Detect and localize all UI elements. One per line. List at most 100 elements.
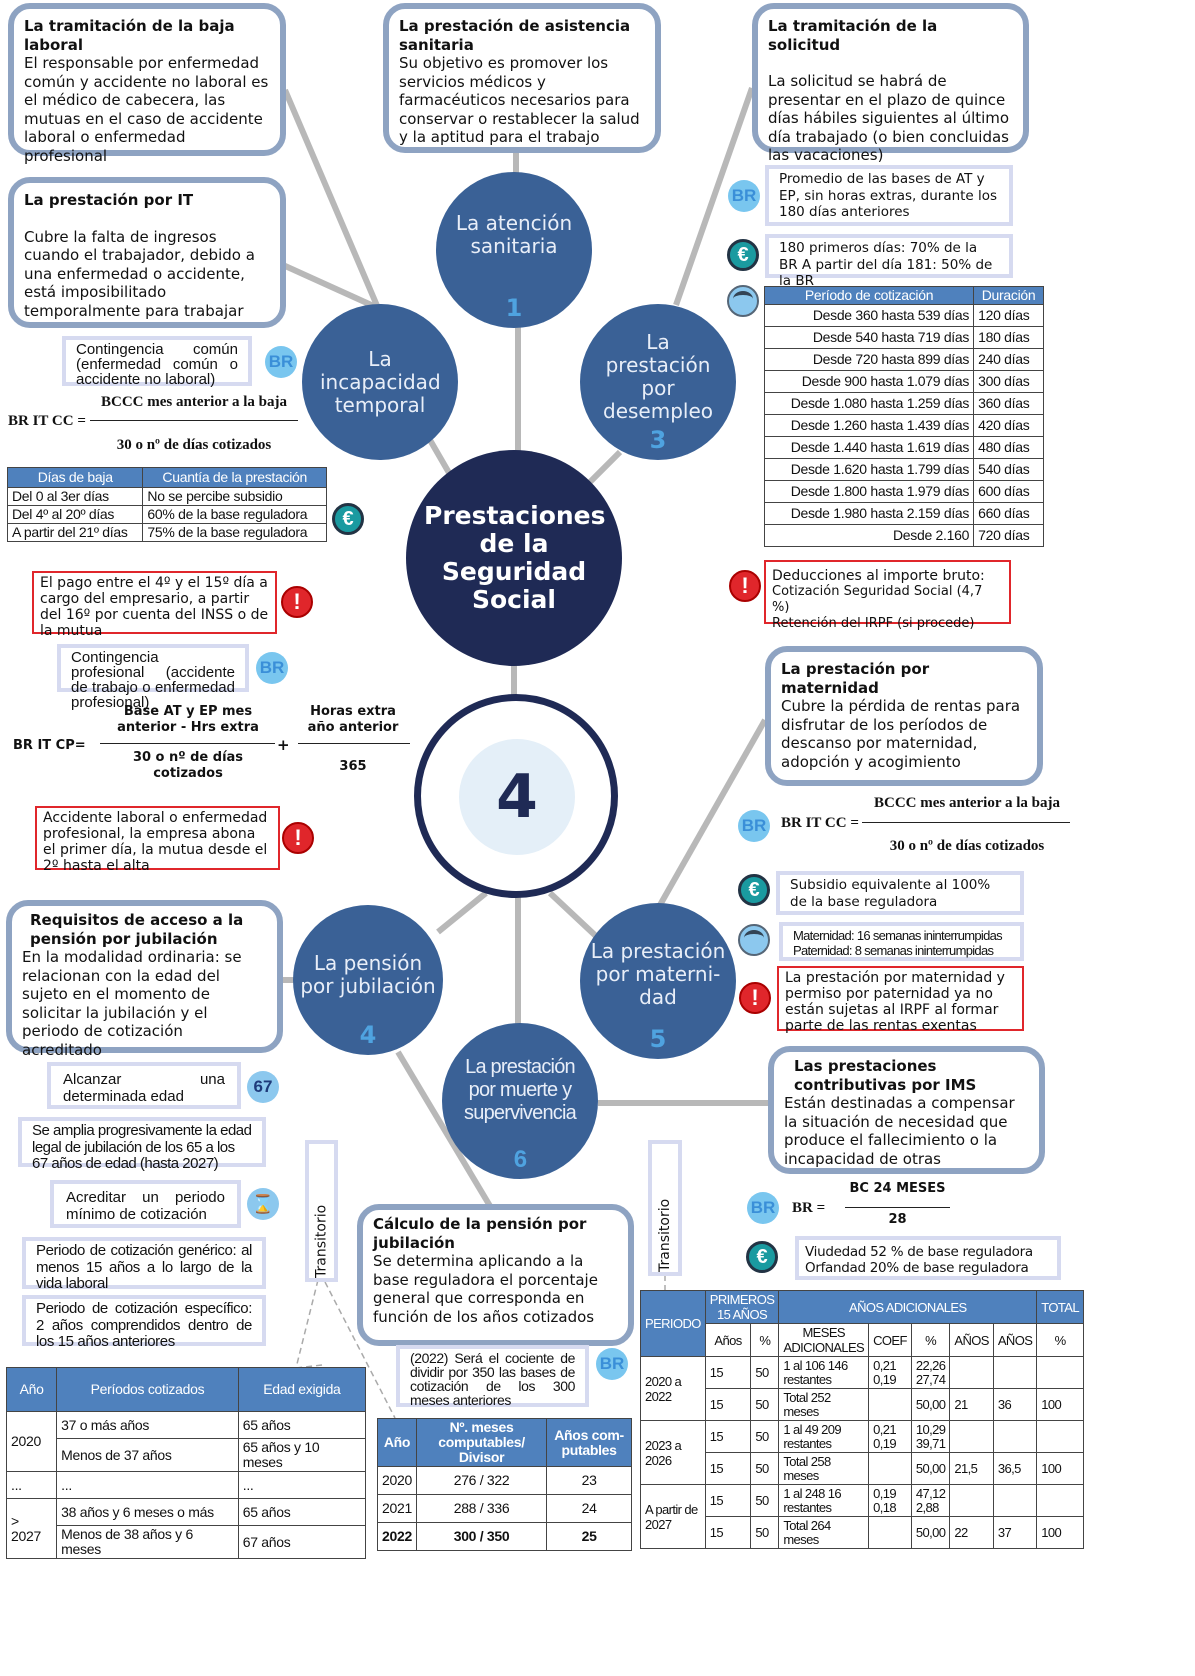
circle-number: 5 — [649, 1025, 667, 1053]
table-cell: 50,00 — [910, 1388, 951, 1421]
formula-itcp-den1: 30 o nº de días cotizados — [132, 750, 244, 781]
note-promedio-bases: Promedio de las bases de AT y EP, sin ho… — [765, 165, 1013, 226]
box-title: La prestación de asistencia sanitaria — [399, 17, 631, 54]
table-header-cell: Edad exigida — [237, 1367, 367, 1412]
table-cell: 21,5 — [949, 1452, 994, 1485]
alert-note-deducciones: Deducciones al importe bruto:Cotización … — [764, 560, 1011, 631]
table-cell: 25 — [546, 1522, 632, 1551]
fraction-bar — [862, 822, 1070, 823]
circle-muerte-supervivencia[interactable]: La prestación por muerte y supervivencia… — [442, 1023, 598, 1179]
table-cell: Desde 900 hasta 1.079 días — [763, 370, 975, 393]
table-cell: 23 — [546, 1466, 632, 1495]
table-cell: 420 días — [973, 414, 1044, 437]
box-body: En la modalidad ordinaria: se relacionan… — [22, 948, 242, 1059]
table-cell: 276 / 322 — [415, 1466, 548, 1495]
circle-incapacidad-temporal[interactable]: La incapacidad temporal — [302, 304, 458, 460]
table-cell: Desde 360 hasta 539 días — [763, 304, 975, 327]
box-title: Requisitos de acceso a la pensión por ju… — [30, 911, 244, 948]
table-cell: Desde 1.800 hasta 1.979 días — [763, 480, 975, 503]
table-cell: 50,00 — [910, 1516, 951, 1549]
viudedad-line: Viudedad 52 % de base reguladora — [805, 1244, 1033, 1260]
br-icon: BR — [256, 652, 288, 684]
table-cell: 480 días — [973, 436, 1044, 459]
table-cell: 1 al 106 146 restantes — [778, 1356, 870, 1389]
table-cell: Del 0 al 3er días — [6, 487, 144, 506]
table-cell: % — [1036, 1323, 1084, 1357]
table-cell: > 2027 — [5, 1498, 58, 1559]
table-cell: % — [750, 1323, 780, 1357]
circle-number: 6 — [513, 1146, 527, 1173]
br-icon: BR — [747, 1192, 779, 1224]
table-cell: Desde 1.440 hasta 1.619 días — [763, 436, 975, 459]
table-cell: Total 264 meses — [778, 1516, 870, 1549]
table-cell — [992, 1420, 1038, 1453]
table-header-cell: Período de cotización — [763, 286, 975, 305]
table-cell: ... — [237, 1471, 367, 1499]
table-header-cell: Días de baja — [6, 467, 144, 488]
clock-icon — [727, 285, 759, 317]
box-body: El responsable por enfermedad común y ac… — [24, 54, 269, 165]
table-cell: Desde 1.260 hasta 1.439 días — [763, 414, 975, 437]
formula-mat-num: BCCC mes anterior a la baja — [874, 795, 1060, 811]
table-cell: Total 252 meses — [778, 1388, 870, 1421]
alert-icon: ! — [282, 822, 314, 854]
table-cell: ... — [56, 1471, 239, 1499]
formula-plus: + — [277, 736, 290, 754]
fraction-bar — [100, 743, 275, 744]
alert-note-pago: El pago entre el 4º y el 15º día a cargo… — [32, 571, 277, 639]
alert-icon: ! — [281, 586, 313, 618]
table-cell: Menos de 38 años y 6 meses — [56, 1525, 239, 1559]
circle-label: La prestación por desempleo — [603, 330, 713, 423]
table-cell: 38 años y 6 meses o más — [56, 1498, 239, 1526]
table-cell: 22,26 27,74 — [910, 1356, 951, 1389]
alert-note-accidente: Accidente laboral o enfermedad profesion… — [35, 806, 280, 874]
formula-ims-num: BC 24 MESES — [849, 1181, 946, 1196]
fraction-bar — [845, 1207, 950, 1208]
fraction-bar — [298, 743, 410, 744]
note-cociente: (2022) Será el cociente de dividir por 3… — [396, 1345, 589, 1407]
table-cell: 100 — [1036, 1516, 1084, 1549]
box-body: Cubre la falta de ingresos cuando el tra… — [24, 227, 255, 320]
formula-itcp-den2: 365 — [339, 759, 367, 774]
table-cell: ... — [5, 1471, 58, 1499]
table-cell: 1 al 49 209 restantes — [778, 1420, 870, 1453]
table-cell — [868, 1452, 912, 1485]
table-cell: AÑOS — [949, 1323, 994, 1357]
box-body: Su objetivo es promover los servicios mé… — [399, 54, 640, 146]
table-cell — [949, 1420, 994, 1453]
box-title: La prestación por IT — [24, 191, 194, 209]
table-cell: 300 días — [973, 370, 1044, 393]
table-cell: 720 días — [973, 524, 1044, 547]
table-cell: Desde 720 hasta 899 días — [763, 348, 975, 371]
table-cell: AÑOS — [992, 1323, 1038, 1357]
table-cell: 37 o más años — [56, 1411, 239, 1439]
table-cell: 2020 — [377, 1466, 417, 1495]
table-cell: Desde 1.080 hasta 1.259 días — [763, 392, 975, 415]
box-title: La prestación por maternidad — [781, 660, 930, 697]
table-cell — [1036, 1356, 1084, 1389]
note-alcanzar-edad: Alcanzar una determinada edad — [47, 1062, 241, 1109]
clock-icon — [738, 924, 770, 956]
circle-label: La atención sanitaria — [455, 211, 573, 258]
table-cell: 50 — [750, 1452, 780, 1485]
table-cell — [868, 1516, 912, 1549]
